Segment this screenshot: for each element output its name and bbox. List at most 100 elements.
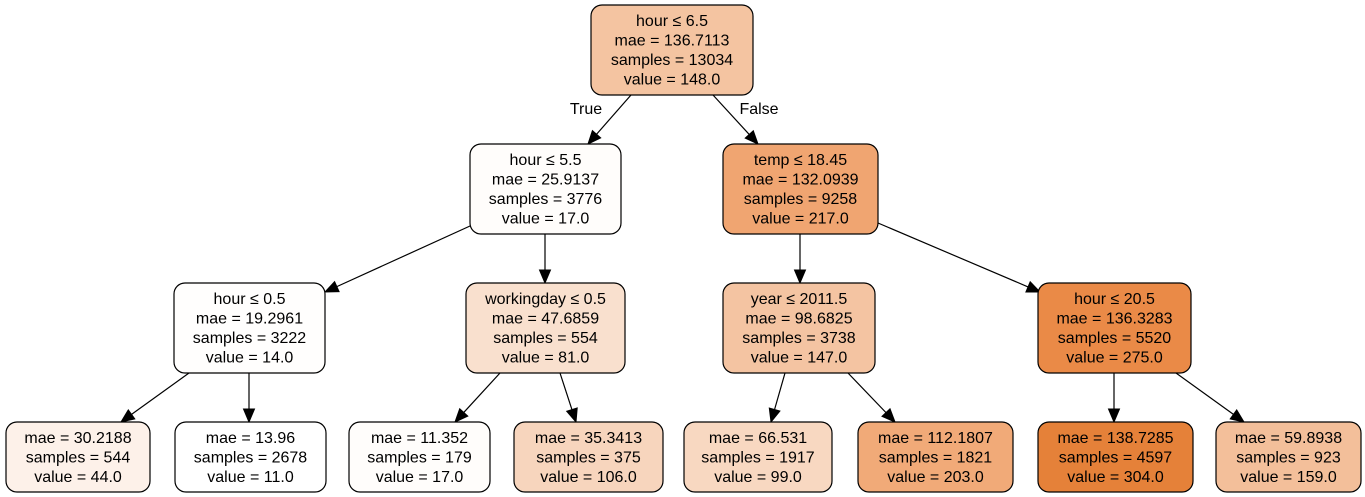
edge-label: False [739, 101, 778, 118]
node-mae-text: mae = 25.9137 [492, 172, 599, 189]
edge-line [463, 372, 501, 413]
node-value-text: value = 203.0 [887, 469, 984, 486]
arrow-head-icon [538, 269, 552, 285]
node-box [722, 143, 879, 235]
node-split-text: hour ≤ 0.5 [214, 291, 286, 308]
tree-node-n7: mae = 30.2188 samples = 544 value = 44.0 [5, 421, 151, 493]
edges-layer: True False [119, 94, 1246, 424]
node-split-text: year ≤ 2011.5 [751, 291, 848, 308]
node-samples-text: samples = 1917 [701, 449, 815, 466]
tree-node-n13: mae = 138.7285 samples = 4597 value = 304.… [1037, 421, 1194, 493]
node-value-text: value = 11.0 [207, 469, 294, 486]
node-mae-text: mae = 11.352 [371, 430, 468, 447]
arrow-head-icon [565, 407, 578, 424]
edge-n0-n2: False [712, 94, 779, 145]
node-value-text: value = 217.0 [752, 211, 849, 228]
edge-n2-n6 [877, 222, 1042, 293]
arrow-head-icon [1107, 408, 1121, 424]
node-samples-text: samples = 4597 [1059, 449, 1173, 466]
arrow-head-icon [1229, 408, 1246, 423]
node-box [722, 282, 876, 374]
arrow-head-icon [768, 407, 781, 424]
node-mae-text: mae = 66.531 [709, 430, 807, 447]
tree-node-n14: mae = 59.8938 samples = 923 value = 159.0 [1215, 421, 1362, 493]
edge-line [712, 94, 750, 135]
edge-n1-n4 [538, 234, 552, 285]
node-samples-text: samples = 1821 [879, 449, 993, 466]
node-mae-text: mae = 13.96 [206, 430, 296, 447]
node-split-text: hour ≤ 20.5 [1074, 291, 1155, 308]
node-box [5, 421, 151, 493]
arrow-head-icon [454, 407, 469, 423]
node-mae-text: mae = 47.6859 [492, 311, 599, 328]
node-value-text: value = 275.0 [1066, 350, 1163, 367]
edge-n5-n12 [847, 372, 896, 423]
node-mae-text: mae = 19.2961 [196, 311, 303, 328]
node-box [348, 421, 491, 493]
node-box [590, 4, 754, 96]
tree-node-n2: temp ≤ 18.45 mae = 132.0939 samples = 9258… [722, 143, 879, 235]
edge-n1-n3 [323, 225, 471, 293]
edge-n3-n7 [119, 372, 190, 423]
node-box [857, 421, 1014, 493]
node-box [469, 143, 622, 235]
node-samples-text: samples = 3776 [489, 191, 603, 208]
node-mae-text: mae = 35.3413 [535, 430, 642, 447]
node-samples-text: samples = 923 [1236, 449, 1341, 466]
node-mae-text: mae = 59.8938 [1235, 430, 1342, 447]
arrow-head-icon [323, 280, 340, 293]
node-split-text: hour ≤ 5.5 [510, 152, 582, 169]
node-mae-text: mae = 138.7285 [1057, 430, 1173, 447]
edge-line [847, 372, 887, 414]
node-value-text: value = 148.0 [624, 72, 721, 89]
edge-line [596, 94, 632, 135]
edge-n0-n1: True [570, 94, 632, 145]
node-value-text: value = 304.0 [1067, 469, 1164, 486]
node-value-text: value = 81.0 [502, 350, 590, 367]
node-split-text: temp ≤ 18.45 [754, 152, 847, 169]
arrow-head-icon [242, 408, 256, 424]
arrow-head-icon [1025, 280, 1042, 293]
node-samples-text: samples = 375 [536, 449, 641, 466]
arrow-head-icon [881, 407, 896, 423]
node-split-text: workingday ≤ 0.5 [484, 291, 606, 308]
node-box [173, 282, 326, 374]
node-mae-text: mae = 30.2188 [24, 430, 131, 447]
node-mae-text: mae = 112.1807 [878, 430, 993, 447]
node-box [683, 421, 833, 493]
edge-line [559, 372, 573, 410]
node-samples-text: samples = 3222 [193, 330, 307, 347]
node-samples-text: samples = 13034 [611, 52, 733, 69]
tree-node-n11: mae = 66.531 samples = 1917 value = 99.0 [683, 421, 833, 493]
node-samples-text: samples = 544 [26, 449, 131, 466]
node-box [1215, 421, 1362, 493]
node-box [513, 421, 664, 493]
node-value-text: value = 147.0 [751, 350, 848, 367]
node-mae-text: mae = 132.0939 [742, 172, 858, 189]
node-mae-text: mae = 98.6825 [745, 311, 852, 328]
node-value-text: value = 99.0 [714, 469, 802, 486]
edge-line [336, 225, 471, 288]
node-value-text: value = 17.0 [376, 469, 464, 486]
edge-n6-n14 [1175, 372, 1246, 423]
edge-line [1175, 372, 1234, 415]
tree-node-n12: mae = 112.1807 samples = 1821 value = 203.… [857, 421, 1014, 493]
edge-line [773, 372, 786, 410]
node-value-text: value = 159.0 [1240, 469, 1337, 486]
node-samples-text: samples = 9258 [744, 191, 858, 208]
node-value-text: value = 44.0 [34, 469, 122, 486]
edge-n4-n10 [559, 372, 578, 424]
edge-n4-n9 [454, 372, 501, 423]
node-mae-text: mae = 136.7113 [615, 33, 730, 50]
edge-label: True [570, 101, 602, 118]
node-box [465, 282, 626, 374]
